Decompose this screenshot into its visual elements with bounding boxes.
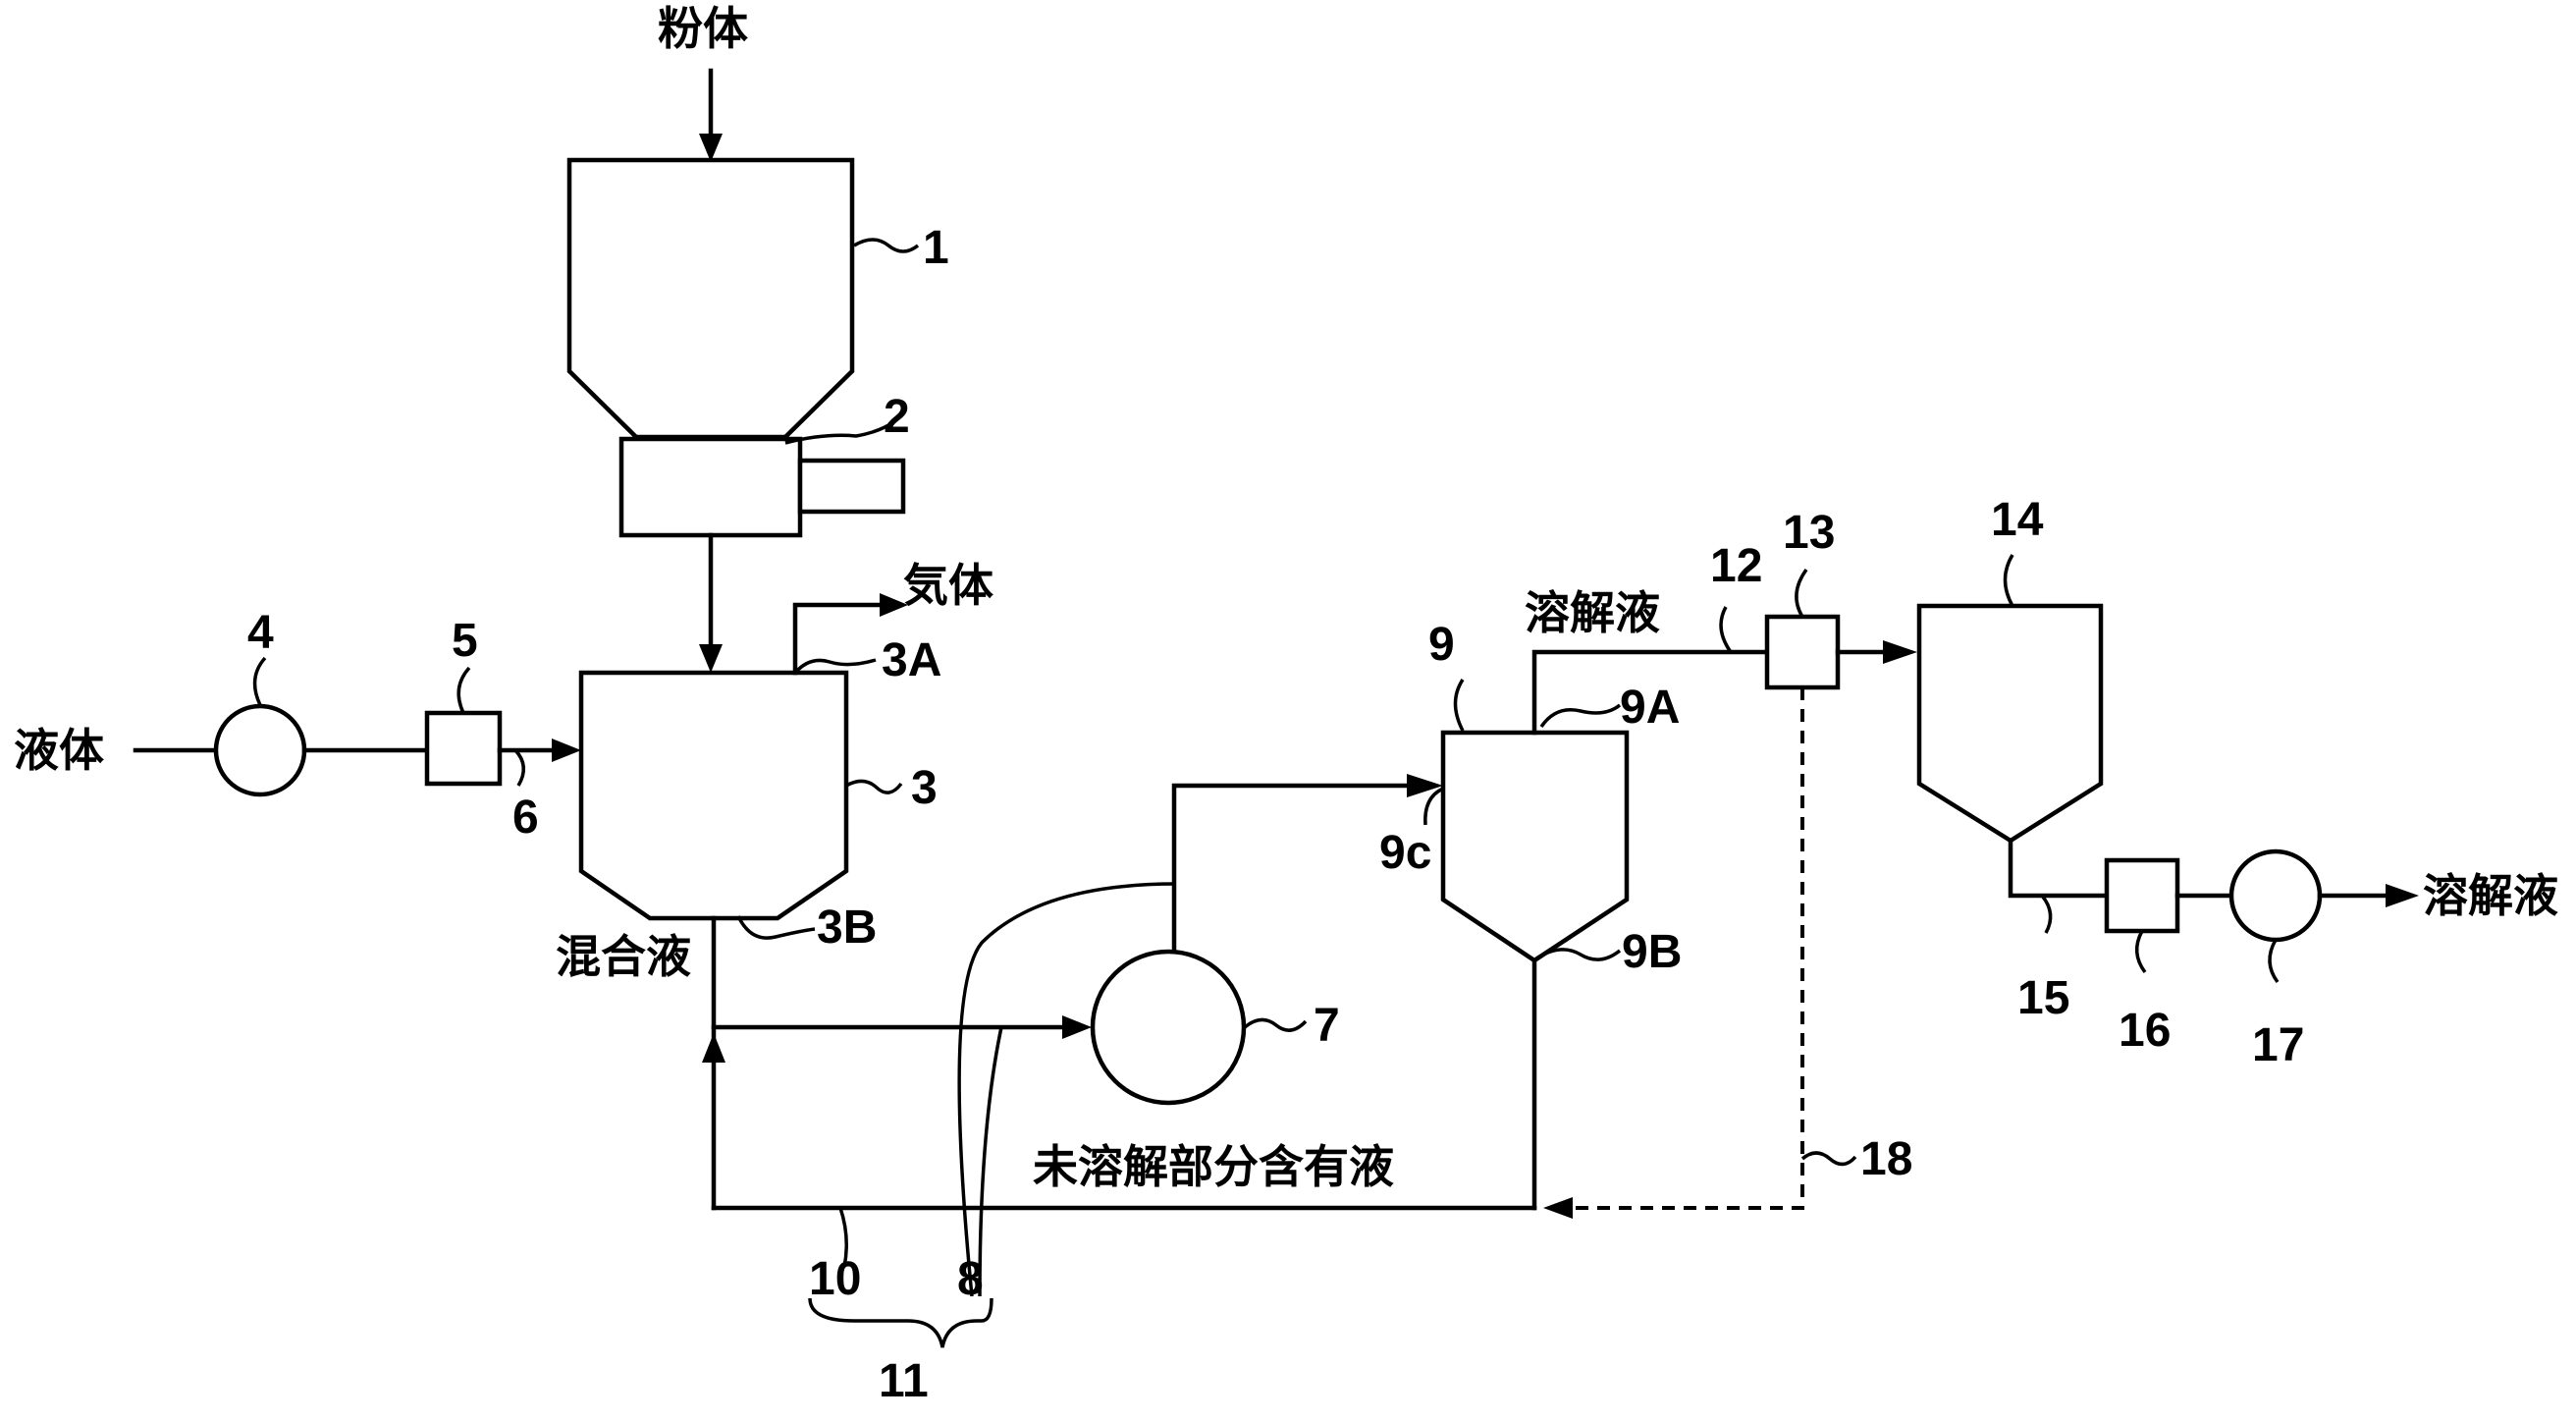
- brace-11: [808, 1297, 993, 1348]
- ref-2: 2: [884, 391, 910, 443]
- leader-8a: [957, 882, 1177, 1297]
- circulation-pump: [1090, 949, 1247, 1106]
- leader-9B: [1535, 948, 1622, 961]
- leader-7: [1243, 1017, 1308, 1032]
- label-powder: 粉体: [658, 2, 748, 55]
- ref-6: 6: [512, 792, 539, 844]
- leader-3A: [793, 658, 877, 675]
- ref-1: 1: [923, 222, 949, 274]
- leader-3: [845, 779, 903, 794]
- leader-16: [2135, 930, 2147, 974]
- circulation-line-8-arrowhead: [1062, 1015, 1092, 1039]
- feeder-body: [618, 436, 803, 538]
- leader-17: [2268, 939, 2280, 984]
- leader-6: [513, 748, 525, 787]
- leader-9: [1453, 679, 1465, 732]
- pump-to-separator-line: [1171, 783, 1412, 955]
- mixing-tank: [578, 670, 849, 921]
- storage-tank: [1916, 603, 2104, 844]
- label-dissolved-liquid-mid: 溶解液: [1525, 586, 1660, 639]
- leader-12: [1719, 606, 1733, 654]
- leader-4: [252, 656, 267, 706]
- ref-13: 13: [1783, 507, 1835, 559]
- outlet-line-15: [2008, 838, 2110, 899]
- leader-9A: [1539, 703, 1622, 729]
- ref-3B: 3B: [817, 902, 877, 954]
- valve-16: [2104, 857, 2180, 934]
- signal-line-18: [1571, 687, 1804, 1210]
- valve13-to-tank14-arrowhead: [1883, 640, 1917, 664]
- ref-17: 17: [2252, 1019, 2304, 1071]
- leader-15: [2040, 894, 2053, 934]
- liquid-pump: [213, 703, 307, 797]
- leader-2: [784, 420, 894, 445]
- ref-3: 3: [911, 762, 938, 814]
- ref-15: 15: [2017, 972, 2069, 1024]
- leader-8b: [978, 1026, 1003, 1297]
- gas-vent-arrowhead: [880, 593, 908, 617]
- product-outlet-arrowhead: [2386, 884, 2419, 907]
- leader-14: [2003, 554, 2014, 607]
- feeder-motor: [797, 458, 906, 515]
- label-mixed-liquid: 混合液: [556, 930, 691, 983]
- liquid-flow-valve: [424, 710, 503, 787]
- ref-18: 18: [1860, 1133, 1912, 1185]
- ref-9: 9: [1428, 619, 1455, 671]
- ref-12: 12: [1710, 540, 1762, 592]
- ref-16: 16: [2119, 1005, 2171, 1057]
- ref-9c: 9c: [1379, 827, 1431, 879]
- ref-8: 8: [957, 1253, 984, 1305]
- signal-line-18-arrowhead: [1543, 1197, 1573, 1219]
- pump-to-separator-arrowhead: [1407, 774, 1443, 797]
- label-undissolved-liquid: 未溶解部分含有液: [1033, 1140, 1394, 1193]
- ref-3A: 3A: [882, 634, 941, 686]
- product-pump-17: [2228, 848, 2323, 943]
- leader-5: [456, 666, 471, 714]
- leader-18: [1800, 1151, 1857, 1167]
- return-line-arrowhead: [702, 1033, 725, 1063]
- powder-hopper: [566, 157, 855, 440]
- separator-tank: [1440, 730, 1630, 963]
- dissolved-liquid-line-12: [1531, 649, 1770, 736]
- gas-vent-line: [792, 602, 886, 676]
- leader-13: [1795, 568, 1808, 618]
- feeder-to-mixer-arrowhead: [699, 644, 723, 673]
- ref-4: 4: [247, 607, 274, 659]
- ref-14: 14: [1991, 494, 2044, 546]
- label-dissolved-liquid-out: 溶解液: [2423, 869, 2558, 922]
- liquid-line-6-arrowhead: [552, 738, 581, 762]
- sensor-valve-13: [1764, 614, 1841, 690]
- label-liquid: 液体: [14, 724, 104, 777]
- leader-10: [838, 1207, 848, 1268]
- leader-9c: [1423, 787, 1444, 826]
- powder-inlet-arrowhead: [699, 134, 723, 162]
- ref-5: 5: [452, 615, 478, 667]
- leader-3B: [736, 915, 816, 940]
- ref-7: 7: [1314, 1000, 1340, 1052]
- leader-1: [853, 238, 920, 253]
- ref-9B: 9B: [1622, 926, 1682, 978]
- label-gas: 気体: [903, 559, 993, 612]
- ref-11: 11: [879, 1355, 929, 1407]
- ref-10: 10: [809, 1253, 861, 1305]
- ref-9A: 9A: [1620, 682, 1680, 734]
